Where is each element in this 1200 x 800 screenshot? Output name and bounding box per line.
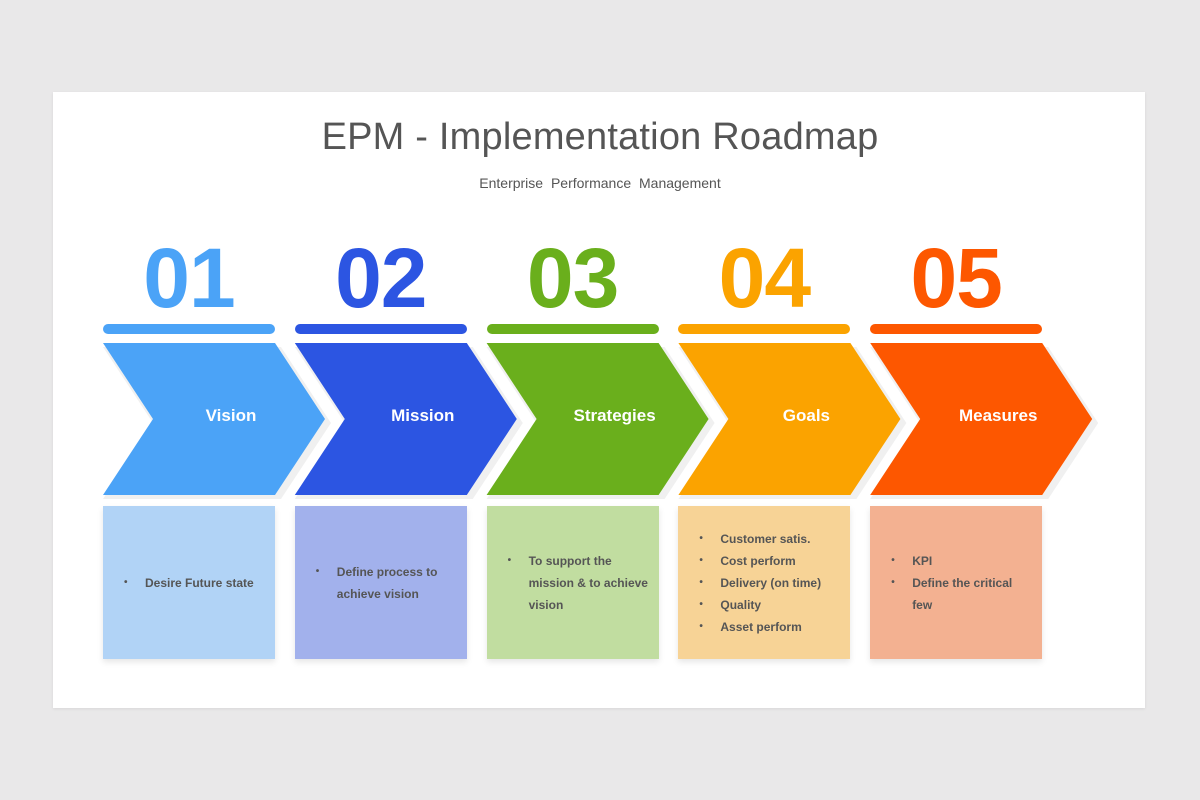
step-label: Mission [391, 406, 455, 425]
step-number: 02 [335, 231, 427, 325]
step-description-box: To support the mission & to achieve visi… [486, 506, 659, 659]
step-description-box: KPIDefine the critical few [870, 506, 1043, 659]
bullet-item: Customer satis. [699, 528, 821, 550]
step-description-box: Customer satis.Cost performDelivery (on … [678, 506, 851, 659]
bullet-list: Customer satis.Cost performDelivery (on … [678, 528, 831, 638]
bullet-item: KPI [891, 550, 1032, 572]
bullet-item: To support the mission & to achieve visi… [508, 550, 649, 616]
step-label: Strategies [573, 406, 656, 425]
step-label: Goals [782, 406, 831, 425]
bullet-item: Cost perform [699, 550, 821, 572]
step-bar [486, 324, 659, 334]
bullet-item: Asset perform [699, 616, 821, 638]
slide-subtitle: Enterprise Performance Management [479, 175, 721, 191]
step-bar [103, 324, 275, 334]
slide-title: EPM - Implementation Roadmap [321, 116, 879, 158]
step-number: 01 [143, 231, 235, 325]
step-number: 03 [526, 231, 619, 325]
step-bar [678, 324, 851, 334]
step-description-box: Define process to achieve vision [294, 506, 467, 659]
bullet-item: Define the critical few [891, 572, 1032, 616]
step-number: 05 [910, 231, 1002, 325]
step-label: Measures [958, 406, 1038, 425]
bullet-list: To support the mission & to achieve visi… [487, 550, 659, 616]
step-bar [294, 324, 467, 334]
step-label: Vision [205, 406, 257, 425]
bullet-item: Define process to achieve vision [316, 561, 457, 605]
step-bar [870, 324, 1043, 334]
step-number: 04 [718, 231, 811, 325]
chevron-step-05 [870, 343, 1093, 495]
bullet-list: KPIDefine the critical few [870, 550, 1042, 616]
chevron-step-01 [103, 343, 325, 495]
step-description-box: Desire Future state [103, 506, 275, 659]
bullet-list: Define process to achieve vision [295, 561, 467, 605]
bullet-item: Desire Future state [124, 572, 254, 594]
bullet-list: Desire Future state [103, 572, 264, 594]
bullet-item: Delivery (on time) [699, 572, 821, 594]
chevron-step-04 [678, 343, 901, 495]
chevron-step-03 [486, 343, 709, 495]
bullet-item: Quality [699, 594, 821, 616]
chevron-step-02 [294, 343, 517, 495]
